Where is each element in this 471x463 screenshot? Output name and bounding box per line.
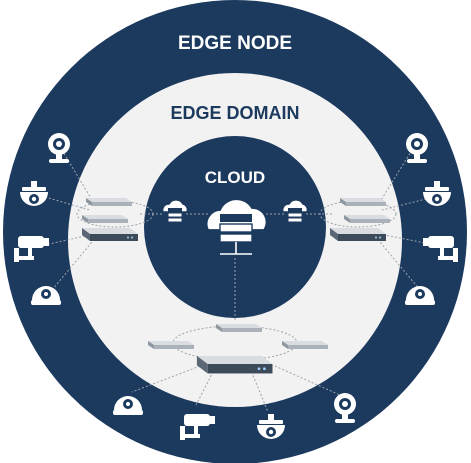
switch-icon — [82, 215, 128, 223]
cloud-server-large-icon — [205, 198, 268, 255]
nvr-icon — [330, 228, 386, 241]
edge-node-label: EDGE NODE — [178, 33, 292, 54]
switch-icon — [340, 198, 386, 206]
nvr-icon — [82, 228, 138, 241]
nvr-icon — [196, 355, 273, 374]
switch-icon — [344, 215, 390, 223]
switch-icon — [86, 198, 132, 206]
switch-icon — [216, 324, 262, 332]
switch-icon — [148, 341, 194, 349]
cloud-label: CLOUD — [205, 168, 265, 187]
switch-icon — [282, 341, 328, 349]
edge-domain-label: EDGE DOMAIN — [170, 103, 299, 123]
